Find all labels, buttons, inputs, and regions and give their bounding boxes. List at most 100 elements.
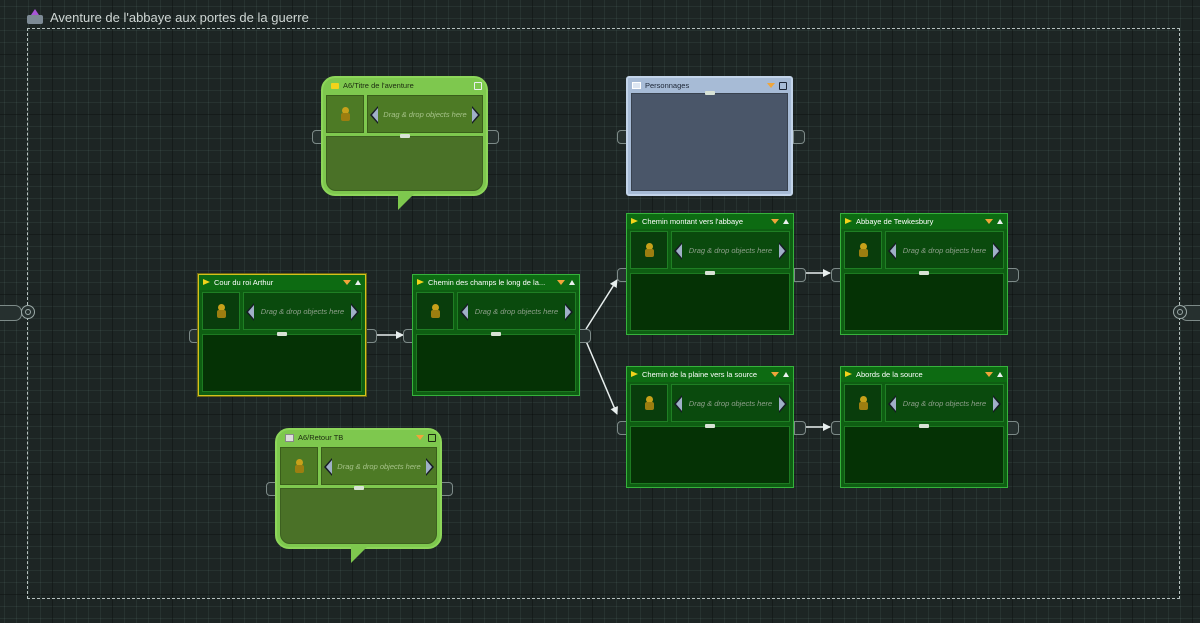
speaker-slot[interactable] (280, 447, 318, 485)
chevron-down-icon[interactable] (557, 280, 565, 285)
collapse-icon[interactable] (783, 372, 789, 377)
node-retour-output-pin[interactable] (441, 482, 453, 496)
character-icon (644, 396, 654, 410)
character-icon (430, 304, 440, 318)
drop-zone[interactable]: Drag & drop objects here (671, 231, 790, 269)
node-personnages-output-pin[interactable] (793, 130, 805, 144)
node-body[interactable] (326, 134, 483, 191)
node-abords-output-pin[interactable] (1007, 421, 1019, 435)
node-body[interactable] (844, 424, 1004, 484)
node-montant-output-pin[interactable] (794, 268, 806, 282)
node-header[interactable]: Chemin des champs le long de la... (413, 275, 579, 290)
node-title: Cour du roi Arthur (214, 278, 274, 287)
node-cour-output-pin[interactable] (365, 329, 377, 343)
chevron-down-icon[interactable] (416, 435, 424, 440)
collapse-icon[interactable] (355, 280, 361, 285)
chevron-down-icon[interactable] (985, 219, 993, 224)
speaker-slot[interactable] (202, 292, 240, 330)
collapse-icon[interactable] (783, 219, 789, 224)
speaker-slot[interactable] (844, 384, 882, 422)
drop-zone[interactable]: Drag & drop objects here (457, 292, 576, 330)
drop-zone[interactable]: Drag & drop objects here (321, 447, 437, 485)
node-body[interactable] (630, 424, 790, 484)
expand-icon[interactable] (428, 433, 436, 442)
input-pin-left[interactable] (21, 305, 35, 319)
node-header[interactable]: A6/Retour TB (277, 430, 440, 445)
node-dialogue-titre[interactable]: A6/Titre de l'aventure Drag & drop objec… (321, 76, 488, 210)
node-tewkesbury-output-pin[interactable] (1007, 268, 1019, 282)
node-body[interactable] (631, 91, 788, 191)
node-flow-cour[interactable]: Cour du roi Arthur Drag & drop objects h… (198, 274, 366, 396)
collapse-icon[interactable] (997, 372, 1003, 377)
expand-icon[interactable] (779, 81, 787, 90)
node-header[interactable]: Cour du roi Arthur (199, 275, 365, 290)
node-titre-output-pin[interactable] (487, 130, 499, 144)
drop-zone[interactable]: Drag & drop objects here (243, 292, 362, 330)
arrow-left-icon[interactable] (888, 395, 896, 413)
chevron-down-icon[interactable] (771, 372, 779, 377)
drop-hint: Drag & drop objects here (383, 109, 467, 119)
node-plaine-output-pin[interactable] (794, 421, 806, 435)
arrow-left-icon[interactable] (674, 395, 682, 413)
node-body[interactable] (280, 486, 437, 544)
drop-zone[interactable]: Drag & drop objects here (885, 384, 1004, 422)
arrow-left-icon[interactable] (246, 303, 254, 321)
node-header[interactable]: Personnages (628, 78, 791, 93)
book-icon (632, 82, 641, 89)
node-body[interactable] (844, 271, 1004, 331)
node-header[interactable]: Abbaye de Tewkesbury (841, 214, 1007, 229)
node-header[interactable]: Chemin de la plaine vers la source (627, 367, 793, 382)
arrow-right-icon[interactable] (565, 303, 573, 321)
arrow-right-icon[interactable] (779, 395, 787, 413)
arrow-right-icon[interactable] (351, 303, 359, 321)
node-header[interactable]: Abords de la source (841, 367, 1007, 382)
speech-tail (351, 547, 367, 563)
arrow-right-icon[interactable] (472, 106, 480, 124)
node-flow-tewkesbury[interactable]: Abbaye de Tewkesbury Drag & drop objects… (840, 213, 1008, 335)
arrow-right-icon[interactable] (426, 458, 434, 476)
speaker-slot[interactable] (630, 384, 668, 422)
node-dialogue-retour[interactable]: A6/Retour TB Drag & drop objects here (275, 428, 442, 563)
chevron-down-icon[interactable] (771, 219, 779, 224)
node-header[interactable]: A6/Titre de l'aventure (323, 78, 486, 93)
speaker-slot[interactable] (630, 231, 668, 269)
arrow-left-icon[interactable] (370, 106, 378, 124)
speaker-slot[interactable] (416, 292, 454, 330)
node-body[interactable] (630, 271, 790, 331)
speech-tail (398, 194, 414, 210)
node-flow-champs[interactable]: Chemin des champs le long de la... Drag … (412, 274, 580, 396)
chevron-down-icon[interactable] (343, 280, 351, 285)
speaker-slot[interactable] (326, 95, 364, 133)
drop-zone[interactable]: Drag & drop objects here (885, 231, 1004, 269)
node-entity-personnages[interactable]: Personnages (626, 76, 793, 196)
node-flow-abords[interactable]: Abords de la source Drag & drop objects … (840, 366, 1008, 488)
collapse-icon[interactable] (569, 280, 575, 285)
drop-zone[interactable]: Drag & drop objects here (671, 384, 790, 422)
node-champs-output-pin[interactable] (579, 329, 591, 343)
chevron-down-icon[interactable] (985, 372, 993, 377)
arrow-right-icon[interactable] (993, 395, 1001, 413)
arrow-left-icon[interactable] (674, 242, 682, 260)
node-flow-montant[interactable]: Chemin montant vers l'abbaye Drag & drop… (626, 213, 794, 335)
arrow-left-icon[interactable] (324, 458, 332, 476)
chevron-down-icon[interactable] (767, 83, 775, 88)
node-header[interactable]: Chemin montant vers l'abbaye (627, 214, 793, 229)
expand-icon[interactable] (474, 81, 482, 90)
node-flow-plaine[interactable]: Chemin de la plaine vers la source Drag … (626, 366, 794, 488)
flow-export-icon (26, 9, 44, 25)
collapse-icon[interactable] (997, 219, 1003, 224)
drop-hint: Drag & drop objects here (474, 306, 559, 316)
node-body[interactable] (416, 332, 576, 392)
output-pin-right[interactable] (1173, 305, 1187, 319)
drop-zone[interactable]: Drag & drop objects here (367, 95, 483, 133)
node-body[interactable] (202, 332, 362, 392)
arrow-left-icon[interactable] (460, 303, 468, 321)
flag-icon (203, 279, 210, 286)
node-title: Chemin de la plaine vers la source (642, 370, 758, 379)
flag-icon (417, 279, 424, 286)
speaker-slot[interactable] (844, 231, 882, 269)
arrow-right-icon[interactable] (993, 242, 1001, 260)
arrow-right-icon[interactable] (779, 242, 787, 260)
arrow-left-icon[interactable] (888, 242, 896, 260)
